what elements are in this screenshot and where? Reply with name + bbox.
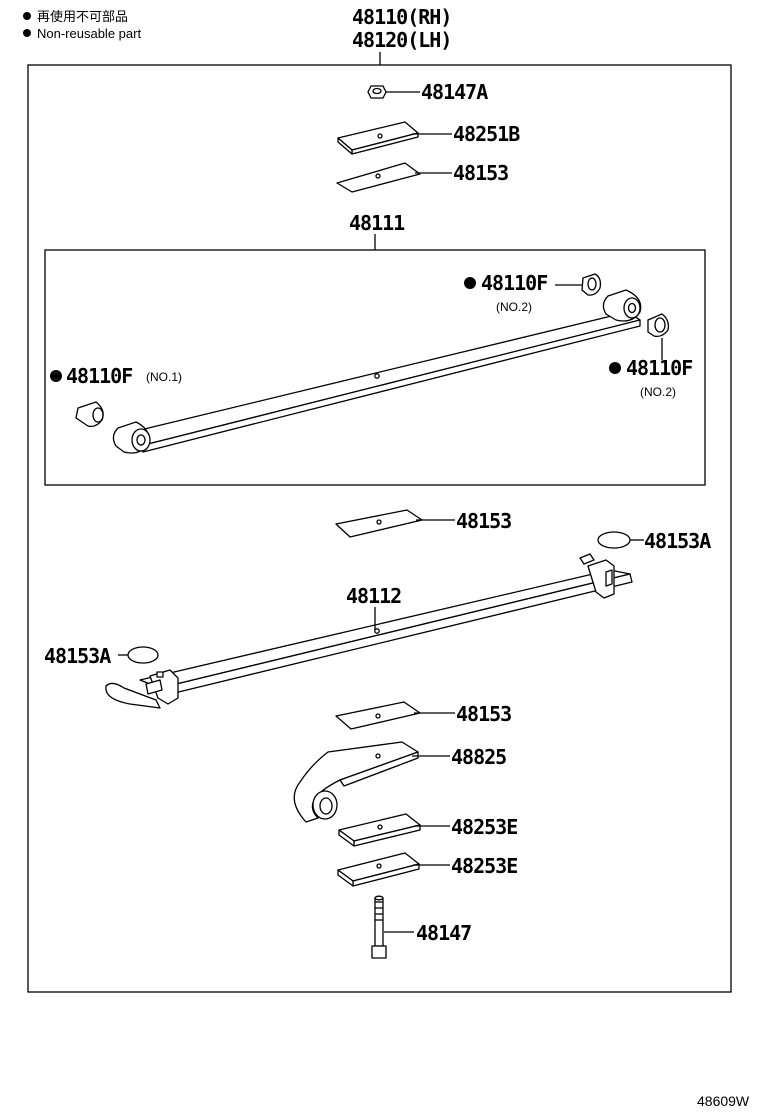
label-48253E-a: 48253E: [451, 815, 517, 839]
helper-spring-48825: [293, 741, 450, 823]
label-48153-top: 48153: [453, 161, 508, 185]
bushing-48110F-no1: [50, 370, 104, 428]
label-48147: 48147: [416, 921, 471, 945]
bolt-48147: [371, 895, 414, 959]
assembly-frame: [27, 64, 732, 993]
second-leaf-48112: [105, 553, 633, 709]
legend-line-1: 再使用不可部品: [37, 9, 128, 24]
label-48112: 48112: [346, 584, 401, 608]
label-48110F-no2-right: 48110F: [626, 356, 692, 380]
assembly-number-lh: 48120(LH): [352, 28, 451, 52]
diagram-reference-code: 48609W: [697, 1093, 750, 1109]
label-48111: 48111: [349, 211, 405, 235]
legend-line-2: Non-reusable part: [37, 26, 141, 41]
non-reusable-bullet-icon: [50, 370, 62, 382]
label-48110F-no2-top: 48110F: [481, 271, 547, 295]
label-48825: 48825: [451, 745, 506, 769]
label-no1: (NO.1): [146, 370, 182, 384]
plate-48251B: [337, 121, 452, 155]
label-48153-low: 48153: [456, 702, 511, 726]
nut-48147A: [367, 85, 420, 99]
plate-48153-mid: [335, 509, 455, 538]
assembly-number-rh: 48110(RH): [352, 5, 451, 29]
label-48153-mid: 48153: [456, 509, 511, 533]
plate-48153-top: [336, 162, 452, 193]
legend-bullet-icon: [23, 12, 31, 20]
main-leaf-48111: [112, 289, 642, 454]
plate-48253E-b: [337, 852, 450, 887]
main-leaf-subframe: [44, 249, 706, 486]
label-48251B: 48251B: [453, 122, 520, 146]
plate-48153-low: [335, 701, 455, 730]
label-48110F-no1: 48110F: [66, 364, 132, 388]
pad-48153A-right: [597, 531, 644, 549]
label-no2-right: (NO.2): [640, 385, 676, 399]
bushing-48110F-no2-top: [464, 273, 602, 296]
pad-48153A-left: [118, 646, 159, 664]
label-48153A-right: 48153A: [644, 529, 711, 553]
label-48147A: 48147A: [421, 80, 488, 104]
legend-bullet-icon: [23, 29, 31, 37]
plate-48253E-a: [338, 813, 450, 847]
label-48253E-b: 48253E: [451, 854, 517, 878]
legend: 再使用不可部品 Non-reusable part: [23, 9, 141, 41]
bushing-48110F-no2-right: [609, 313, 670, 374]
label-no2-top: (NO.2): [496, 300, 532, 314]
label-48153A-left: 48153A: [44, 644, 111, 668]
non-reusable-bullet-icon: [609, 362, 621, 374]
non-reusable-bullet-icon: [464, 277, 476, 289]
